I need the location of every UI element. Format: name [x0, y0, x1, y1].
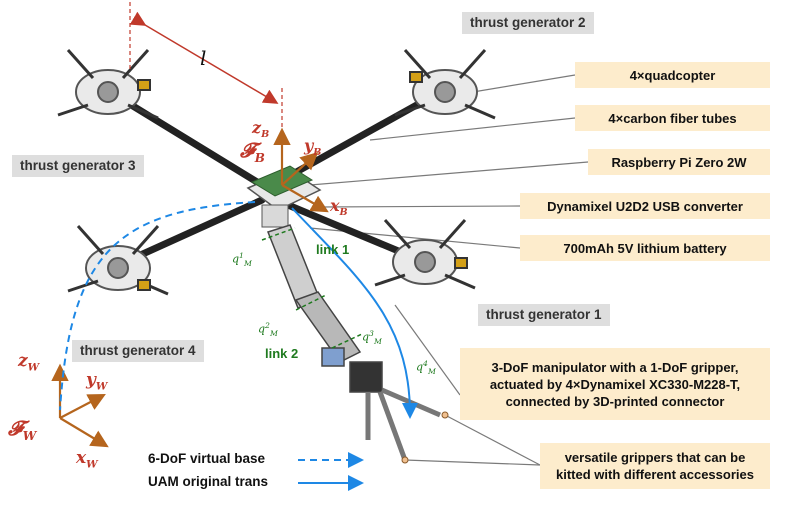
joint-2-base: q	[258, 322, 266, 336]
rotor-units	[57, 49, 496, 296]
callout-quadcopter: 4×quadcopter	[575, 62, 770, 88]
joint-1-label: q1M	[232, 252, 252, 268]
rotor-unit-2	[394, 49, 496, 120]
manipulator-line-3: connected by 3D-printed connector	[505, 393, 725, 409]
callout-carbon-tubes-text: 4×carbon fiber tubes	[608, 110, 737, 126]
world-z-letter: z	[18, 351, 28, 371]
rotor-unit-1	[374, 219, 476, 290]
body-y-label: yB	[304, 138, 321, 158]
world-z-sub: W	[27, 361, 40, 374]
body-x-letter: x	[330, 196, 340, 215]
callout-battery: 700mAh 5V lithium battery	[520, 235, 770, 261]
callout-raspberry-pi-text: Raspberry Pi Zero 2W	[611, 154, 747, 170]
joint-4-base: q	[416, 360, 424, 374]
thrust-generator-3-label: thrust generator 3	[12, 155, 144, 177]
grippers-line-1: versatile grippers that can be	[564, 450, 746, 465]
gripper-tip-1	[401, 456, 409, 464]
legend-original-trans: UAM original trans	[148, 474, 269, 489]
gripper-tip-2	[441, 411, 449, 419]
world-frame-label: 𝓕W	[8, 418, 36, 442]
world-x-sub: W	[86, 458, 98, 471]
thrust-generator-1-label: thrust generator 1	[478, 304, 610, 326]
body-frame-label: 𝓕B	[240, 140, 265, 164]
original-trans-trajectory	[291, 207, 418, 419]
body-y-sub: B	[313, 147, 322, 159]
body-z-letter: z	[252, 118, 262, 137]
virtual-base-trajectory	[59, 201, 256, 411]
legend-virtual-base: 6-DoF virtual base	[148, 451, 266, 466]
callout-battery-text: 700mAh 5V lithium battery	[563, 240, 727, 256]
callout-leader-lines	[309, 74, 589, 466]
joint-1-sub: M	[243, 258, 252, 268]
world-x-letter: x	[76, 448, 87, 468]
joint-3-label: q3M	[362, 330, 382, 346]
joint-2-sub: M	[269, 328, 278, 338]
body-x-label: xB	[330, 198, 348, 218]
body-frame-axes	[273, 127, 329, 213]
callout-manipulator: 3-DoF manipulator with a 1-DoF gripper, …	[460, 348, 770, 420]
rotor-unit-4	[67, 225, 169, 296]
world-x-label: xW	[76, 450, 98, 470]
callout-u2d2: Dynamixel U2D2 USB converter	[520, 193, 770, 219]
callout-carbon-tubes: 4×carbon fiber tubes	[575, 105, 770, 131]
body-y-letter: y	[304, 136, 314, 155]
joint-2-label: q2M	[258, 322, 278, 338]
callout-raspberry-pi: Raspberry Pi Zero 2W	[588, 149, 770, 175]
joint-3-sub: M	[373, 336, 382, 346]
joint-4-sup: 4	[423, 359, 428, 368]
link-1-label: link 1	[316, 242, 350, 257]
link-3-boundary	[331, 333, 363, 349]
world-y-label: yW	[86, 372, 107, 392]
callout-grippers: versatile grippers that can be kitted wi…	[540, 443, 770, 489]
central-body	[246, 165, 322, 228]
world-frame-sub: W	[22, 429, 37, 443]
callout-quadcopter-text: 4×quadcopter	[629, 67, 716, 83]
rotor-unit-3	[57, 49, 159, 120]
joint-4-sub: M	[427, 366, 436, 376]
body-frame-sub: B	[254, 151, 265, 165]
arm-length-dimension	[129, 11, 279, 104]
arm-length-label: l	[200, 46, 207, 70]
manipulator-line-1: 3-DoF manipulator with a 1-DoF gripper,	[491, 359, 739, 375]
body-x-sub: B	[339, 207, 348, 219]
manipulator-arm	[267, 224, 441, 461]
link-1-boundary	[261, 227, 296, 241]
joint-2-sup: 2	[265, 321, 270, 330]
world-frame-letter: 𝓕	[8, 416, 23, 440]
thrust-generator-2-label: thrust generator 2	[462, 12, 594, 34]
joint-3-sup: 3	[369, 329, 374, 338]
joint-3-base: q	[362, 330, 370, 344]
manipulator-line-2: actuated by 4×Dynamixel XC330-M228-T,	[489, 376, 741, 392]
joint-1-base: q	[232, 252, 240, 266]
link-2-boundary	[295, 294, 327, 311]
world-y-sub: W	[95, 380, 108, 393]
joint-4-label: q4M	[416, 360, 436, 376]
world-y-letter: y	[86, 370, 96, 390]
body-z-sub: B	[261, 129, 270, 141]
body-frame-letter: 𝓕	[240, 138, 255, 162]
thrust-generator-4-label: thrust generator 4	[72, 340, 204, 362]
callout-u2d2-text: Dynamixel U2D2 USB converter	[547, 198, 743, 214]
body-z-label: zB	[252, 120, 269, 140]
grippers-line-2: kitted with different accessories	[556, 467, 754, 482]
joint-1-sup: 1	[239, 251, 244, 260]
link-2-label: link 2	[265, 346, 299, 361]
world-z-label: zW	[18, 353, 39, 373]
